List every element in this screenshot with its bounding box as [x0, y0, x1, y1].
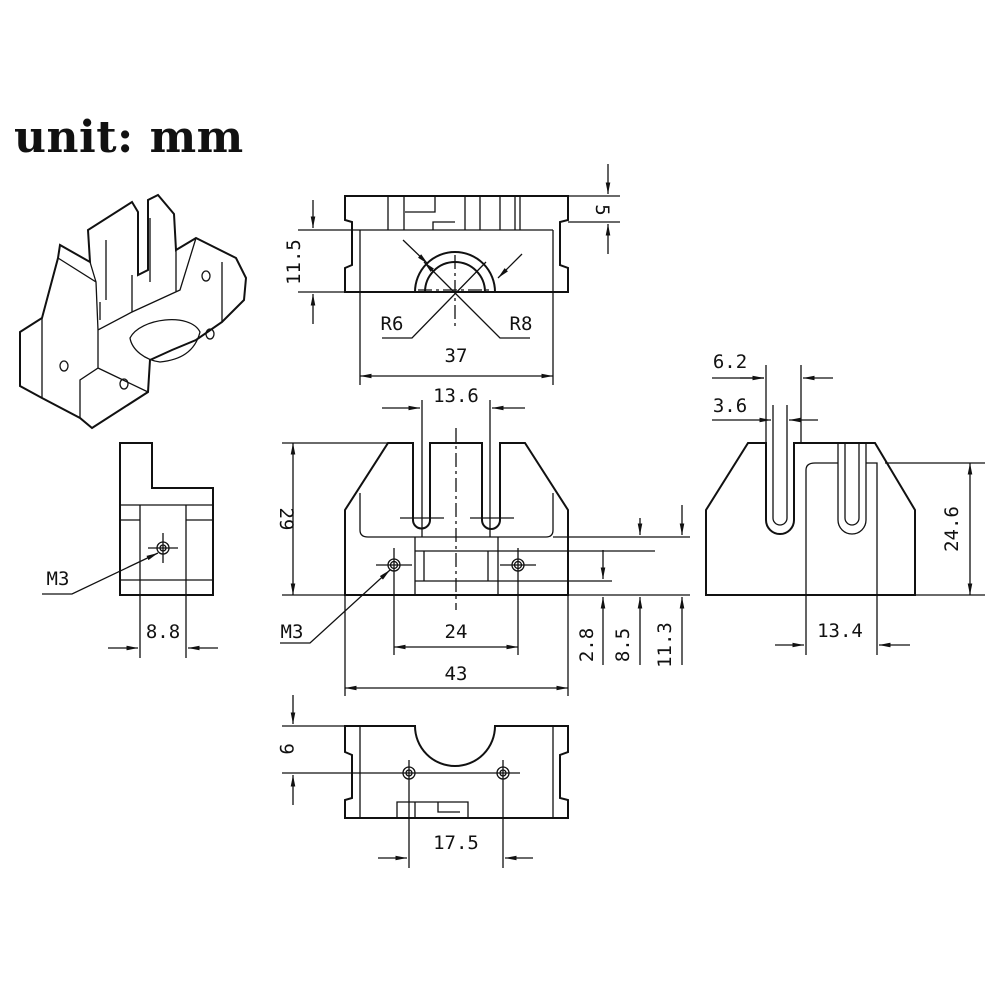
thread-label: M3 [281, 621, 304, 643]
dim-depth: 9 [275, 743, 297, 754]
dim-hole-spacing: 17.5 [433, 832, 479, 854]
dim-inner-radius: R6 [381, 313, 404, 335]
unit-label: unit: mm [14, 112, 244, 163]
left-view: M3 8.8 [42, 442, 218, 658]
dim-hole-spacing: 24 [445, 621, 468, 643]
top-view: 11.5 5 R6 R8 37 [283, 164, 620, 385]
dim-slot-spacing: 13.6 [433, 385, 479, 407]
dim-2-8: 2.8 [576, 628, 598, 662]
right-view: 6.2 3.6 24.6 13.4 [705, 351, 985, 655]
front-view: 13.6 29 M3 24 43 2.8 8.5 11.3 [275, 385, 690, 696]
dim-width: 8.8 [146, 621, 180, 643]
dim-step: 5 [591, 204, 613, 215]
bottom-view: 9 17.5 [275, 695, 569, 868]
thread-label: M3 [47, 568, 70, 590]
dim-height: 29 [275, 508, 297, 531]
dim-slot-outer: 6.2 [713, 351, 747, 373]
dim-11-3: 11.3 [654, 622, 676, 668]
dim-outer-radius: R8 [510, 313, 533, 335]
dim-height: 24.6 [941, 506, 963, 552]
dim-8-5: 8.5 [612, 628, 634, 662]
dim-offset: 13.4 [817, 620, 863, 642]
dim-width: 43 [445, 663, 468, 685]
isometric-view [19, 193, 248, 430]
dim-slot-inner: 3.6 [713, 395, 747, 417]
dim-width: 37 [445, 345, 468, 367]
dim-height: 11.5 [283, 239, 305, 285]
